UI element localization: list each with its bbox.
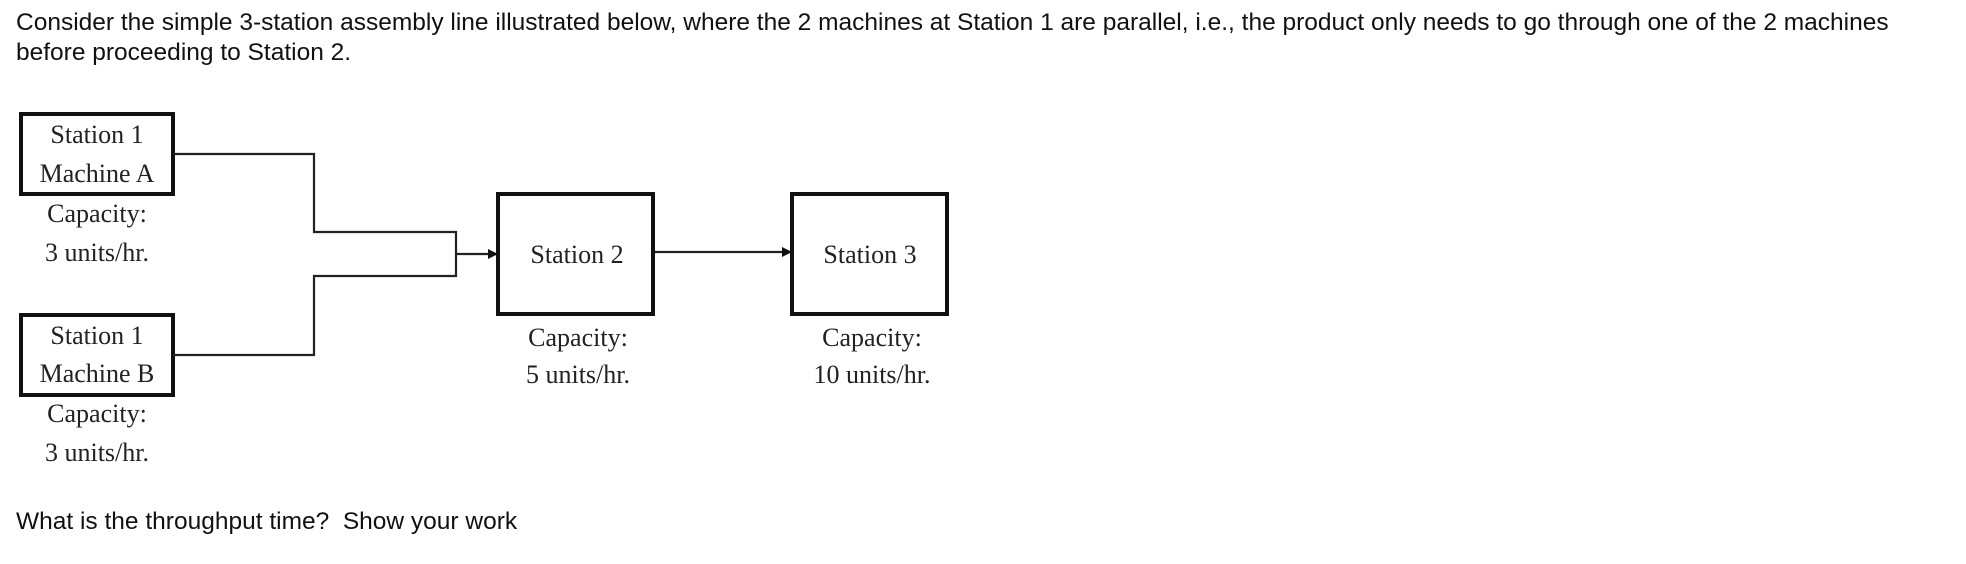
station-3-label: Station 3 [823, 240, 916, 269]
station-2-capacity-label: Capacity: [528, 323, 628, 352]
station-2-label: Station 2 [530, 240, 623, 269]
assembly-line-diagram: Station 1 Machine A Capacity: 3 units/hr… [19, 112, 949, 467]
machine-a-label-line1: Station 1 [50, 120, 143, 149]
machine-a-label-line2: Machine A [40, 159, 155, 188]
problem-statement: Consider the simple 3-station assembly l… [16, 9, 1889, 66]
station-3-capacity-label: Capacity: [822, 323, 922, 352]
machine-b-label-line2: Machine B [40, 359, 155, 388]
machine-b-capacity-label: Capacity: [47, 399, 147, 428]
station-3-capacity-value: 10 units/hr. [813, 360, 930, 389]
station-2-capacity-value: 5 units/hr. [526, 360, 630, 389]
question-text: What is the throughput time? Show your w… [16, 508, 518, 535]
station-2: Station 2 Capacity: 5 units/hr. [496, 192, 655, 389]
machine-a-capacity-value: 3 units/hr. [45, 238, 149, 267]
machine-a-capacity-label: Capacity: [47, 199, 147, 228]
machine-a-connector-line [173, 152, 458, 254]
station-1-machine-b: Station 1 Machine B Capacity: 3 units/hr… [19, 313, 175, 467]
machine-b-capacity-value: 3 units/hr. [45, 438, 149, 467]
machine-b-label-line1: Station 1 [50, 321, 143, 350]
station-2-box [496, 192, 655, 316]
station-3: Station 3 Capacity: 10 units/hr. [790, 192, 949, 389]
machine-b-connector-line [173, 254, 458, 357]
station-3-box [790, 192, 949, 316]
station-1-machine-a: Station 1 Machine A Capacity: 3 units/hr… [19, 112, 175, 267]
merge-connector [173, 152, 498, 357]
